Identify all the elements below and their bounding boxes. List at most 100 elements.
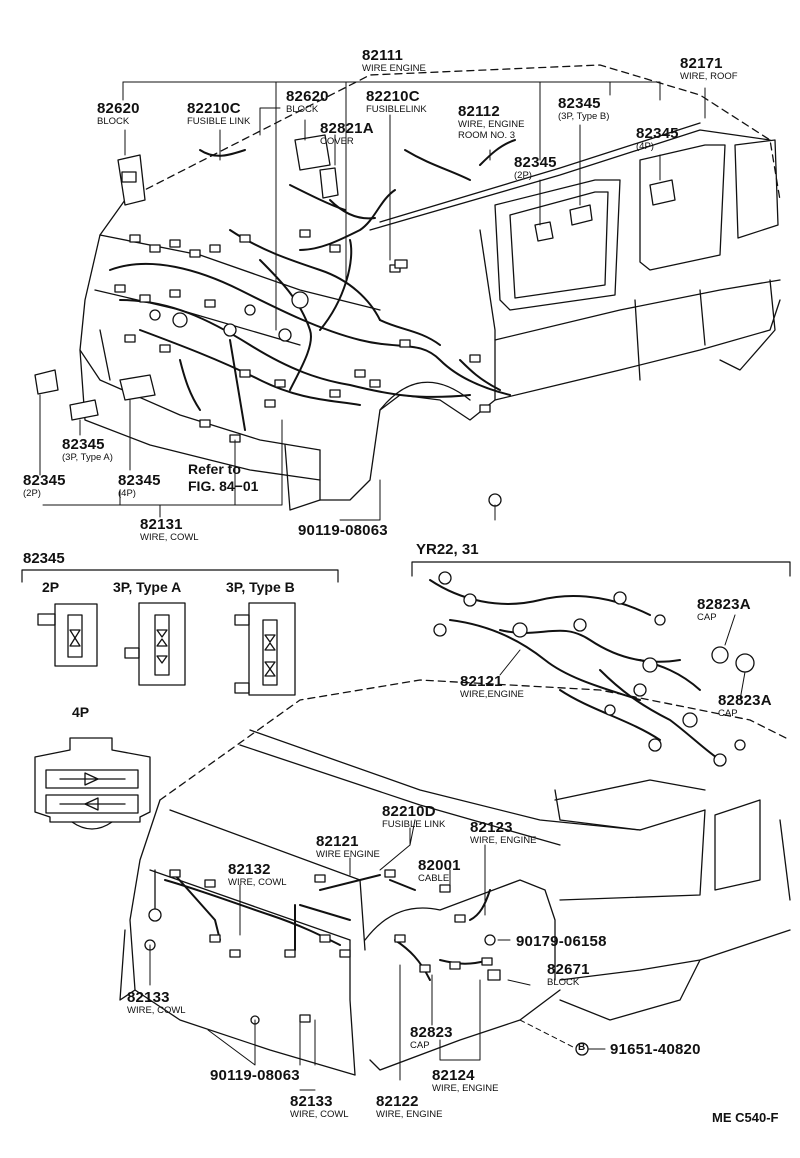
part-number: 82001 <box>418 857 461 874</box>
part-number: 82133 <box>290 1093 333 1110</box>
part-number: 82171 <box>680 55 723 72</box>
part-number: 82122 <box>376 1093 419 1110</box>
part-name: (4P) <box>636 141 654 152</box>
legend-type-2p: 2P <box>42 579 60 595</box>
part-number: 82620 <box>97 100 140 117</box>
part-name: WIRE, ENGINE <box>458 119 525 130</box>
part-number: 82111 <box>362 47 404 64</box>
label-82133-b: 82133 WIRE, COWL <box>290 1094 349 1120</box>
part-name: BLOCK <box>547 977 580 988</box>
label-82823a-1: 82823A CAP <box>697 597 751 623</box>
part-name: CAP <box>410 1040 430 1051</box>
label-90119-bot: 90119-08063 <box>210 1068 300 1083</box>
part-number: 82345 <box>514 154 557 171</box>
label-82210d: 82210D FUSIBLE LINK <box>382 804 445 830</box>
label-82121-b: 82121 WIRE ENGINE <box>316 834 380 860</box>
part-name: WIRE, COWL <box>290 1109 349 1120</box>
part-name: WIRE, COWL <box>228 877 287 888</box>
part-name: FUSIBLE LINK <box>382 819 446 830</box>
label-82345-4p-left: 82345 (4P) <box>118 473 161 499</box>
legend-type-3pa: 3P, Type A <box>113 579 182 595</box>
refer-line-2: FIG. 84−01 <box>188 478 259 494</box>
part-number: 82345 <box>23 472 66 489</box>
legend-type-3pb: 3P, Type B <box>226 579 295 595</box>
label-82210c-a: 82210C FUSIBLE LINK <box>187 101 250 127</box>
part-number: 90179-06158 <box>516 933 607 950</box>
part-number: 82121 <box>316 833 359 850</box>
label-90119-top: 90119-08063 <box>298 523 388 538</box>
label-82823: 82823 CAP <box>410 1025 453 1051</box>
part-name: WIRE, ENGINE <box>432 1083 499 1094</box>
part-number: 82620 <box>286 88 329 105</box>
label-82345-2p-left: 82345 (2P) <box>23 473 66 499</box>
refer-line-1: Refer to <box>188 461 241 477</box>
part-number: 90119-08063 <box>298 522 388 539</box>
upper-leader-lines <box>39 81 706 521</box>
label-82210c-b: 82210C FUSIBLELINK <box>366 89 427 115</box>
legend-part-number: 82345 <box>23 550 65 567</box>
part-number: 82345 <box>636 125 679 142</box>
upper-connectors <box>34 134 676 507</box>
part-number: 82123 <box>470 819 513 836</box>
part-number: 82823A <box>697 596 751 613</box>
label-82132: 82132 WIRE, COWL <box>228 862 287 888</box>
part-name: CAP <box>718 708 738 719</box>
b-symbol-label: B <box>578 1042 586 1053</box>
label-91651: 91651-40820 <box>610 1042 701 1057</box>
label-82823a-2: 82823A CAP <box>718 693 772 719</box>
part-name: BLOCK <box>97 116 130 127</box>
part-name: WIRE, COWL <box>140 532 199 543</box>
part-name: FUSIBLELINK <box>366 104 427 115</box>
part-number: 82124 <box>432 1067 475 1084</box>
part-number: 90119-08063 <box>210 1067 300 1084</box>
part-name-line2: ROOM NO. 3 <box>458 129 516 141</box>
connector-legend-box <box>21 569 339 830</box>
lower-connectors <box>144 869 501 1025</box>
label-82133-a: 82133 WIRE, COWL <box>127 990 186 1016</box>
label-82620-a: 82620 BLOCK <box>97 101 140 127</box>
part-name: WIRE, ENGINE <box>376 1109 443 1120</box>
label-90179: 90179-06158 <box>516 934 607 949</box>
part-name: CABLE <box>418 873 450 884</box>
model-label: YR22, 31 <box>416 541 479 558</box>
upper-harness <box>109 139 516 431</box>
part-name: WIRE,ENGINE <box>460 689 524 700</box>
label-82671: 82671 BLOCK <box>547 962 590 988</box>
part-number: 82210C <box>366 88 420 105</box>
label-82171: 82171 WIRE, ROOF <box>680 56 738 82</box>
part-number: 91651-40820 <box>610 1041 701 1058</box>
part-name: BLOCK <box>286 104 319 115</box>
part-name: WIRE, ENGINE <box>470 835 537 846</box>
part-number: 82132 <box>228 861 271 878</box>
part-number: 82823A <box>718 692 772 709</box>
legend-type-4p: 4P <box>72 704 90 720</box>
part-name: (2P) <box>514 170 532 181</box>
part-name: WIRE ENGINE <box>316 849 380 860</box>
refer-note: Refer to FIG. 84−01 <box>188 462 258 493</box>
part-number: 82345 <box>558 95 601 112</box>
part-number: 82821A <box>320 120 374 137</box>
part-number: 82131 <box>140 516 183 533</box>
part-number: 82112 <box>458 103 500 120</box>
label-82111: 82111 WIRE ENGINE <box>362 48 426 74</box>
part-name: CAP <box>697 612 717 623</box>
part-name: (3P, Type A) <box>62 452 113 463</box>
label-82123: 82123 WIRE, ENGINE <box>470 820 537 846</box>
label-82001: 82001 CABLE <box>418 858 461 884</box>
part-number: 82210C <box>187 100 241 117</box>
part-number: 82345 <box>118 472 161 489</box>
label-82620-b: 82620 BLOCK <box>286 89 329 115</box>
part-name: (4P) <box>118 488 136 499</box>
part-name: FUSIBLE LINK <box>187 116 251 127</box>
label-82345-3pa: 82345 (3P, Type A) <box>62 437 113 463</box>
label-82122: 82122 WIRE, ENGINE <box>376 1094 443 1120</box>
label-82124: 82124 WIRE, ENGINE <box>432 1068 499 1094</box>
yr22-inset <box>411 561 791 767</box>
part-name: WIRE, COWL <box>127 1005 186 1016</box>
part-name: COVER <box>320 136 354 147</box>
b-symbol <box>575 1042 606 1056</box>
label-82121-a: 82121 WIRE,ENGINE <box>460 674 524 700</box>
label-82112: 82112 WIRE, ENGINE ROOM NO. 3 <box>458 104 525 140</box>
